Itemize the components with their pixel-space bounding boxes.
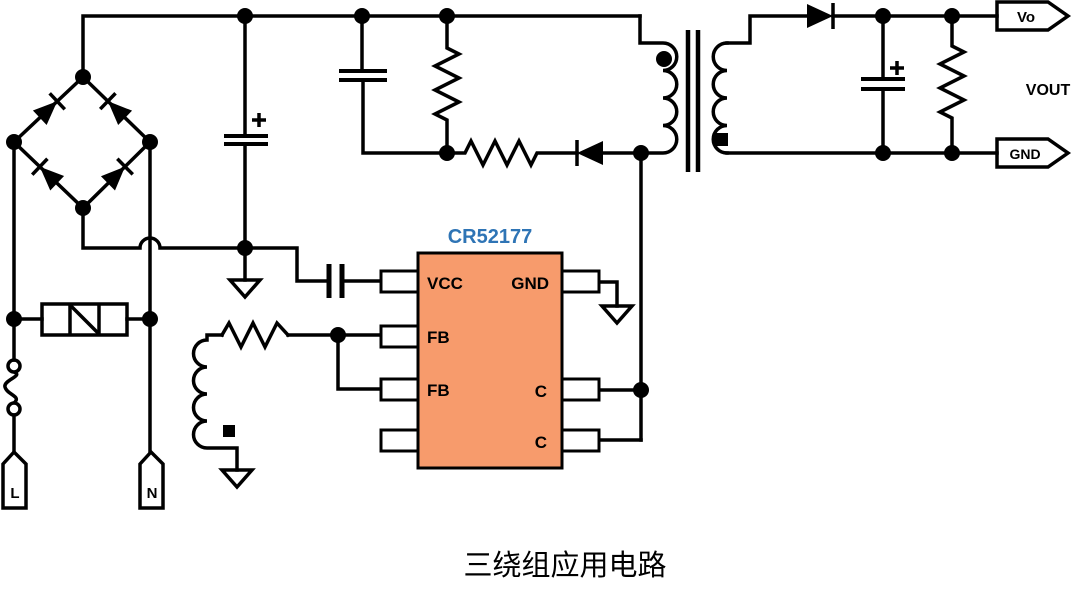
junction-dots xyxy=(6,8,960,398)
clamp-capacitor xyxy=(339,14,449,155)
gnd-flag-label: GND xyxy=(1009,146,1040,162)
pin-label-fb2: FB xyxy=(427,381,450,400)
output-resistor xyxy=(936,14,968,155)
pin-fb2 xyxy=(379,377,420,402)
pin-vcc xyxy=(379,269,420,294)
ic-title: CR52177 xyxy=(448,226,533,248)
output-diode xyxy=(807,3,835,29)
aux-ground-symbol xyxy=(218,468,256,490)
pin-label-gnd: GND xyxy=(511,274,549,293)
bridge-diode-bottom-left xyxy=(30,157,65,191)
primary-winding xyxy=(638,14,679,155)
pin-label-fb1: FB xyxy=(427,328,450,347)
ic-body xyxy=(416,251,564,470)
output-flag-gnd: GND xyxy=(995,137,1072,169)
pin-gnd xyxy=(560,269,601,294)
plus-sign xyxy=(252,113,266,127)
ic-cr52177: CR52177 VCC GND FB FB C C xyxy=(379,226,601,470)
pin-fb1 xyxy=(379,324,420,349)
clamp-diode xyxy=(575,140,643,166)
pin-c1 xyxy=(560,377,601,402)
pin-nc xyxy=(379,428,420,453)
input-terminal-l: L xyxy=(1,449,28,510)
ic-ground-symbol xyxy=(598,304,636,326)
figure-caption: 三绕组应用电路 xyxy=(463,548,666,582)
varistor xyxy=(40,302,129,337)
output-flag-vo: Vo xyxy=(995,0,1072,32)
bulk-capacitor xyxy=(224,14,268,250)
secondary-polarity-dot xyxy=(715,133,728,146)
plus-sign xyxy=(890,61,904,75)
aux-polarity-dot xyxy=(223,425,235,437)
vcc-capacitor xyxy=(326,264,345,298)
bridge-diode-top-left xyxy=(32,92,67,126)
pin-label-c2: C xyxy=(535,433,547,452)
vout-label: VOUT xyxy=(1026,82,1071,99)
transformer xyxy=(638,14,729,172)
thermal-fuse xyxy=(3,358,22,417)
output-capacitor xyxy=(861,14,905,155)
feedback-resistor xyxy=(219,319,291,351)
pin-label-c1: C xyxy=(535,382,547,401)
pin-label-vcc: VCC xyxy=(427,274,463,293)
bridge-diode-bottom-right xyxy=(100,157,135,191)
input-terminal-n: N xyxy=(138,449,165,510)
terminal-l-label: L xyxy=(10,485,19,502)
aux-winding xyxy=(191,333,239,472)
bridge-rectifier xyxy=(11,74,153,211)
series-resistor xyxy=(445,137,579,169)
secondary-winding xyxy=(711,41,729,155)
bridge-diode-top-right xyxy=(98,92,133,126)
clamp-resistor xyxy=(431,14,463,155)
terminal-n-label: N xyxy=(147,485,158,502)
vo-label: Vo xyxy=(1017,9,1035,26)
primary-polarity-dot xyxy=(656,51,672,67)
pin-c2 xyxy=(560,428,601,453)
